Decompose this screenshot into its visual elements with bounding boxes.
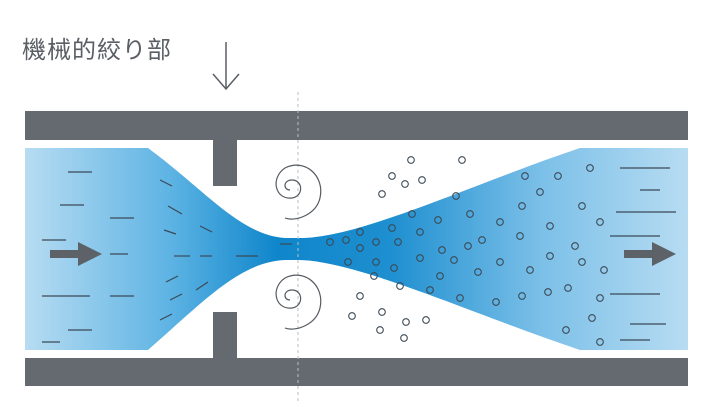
bubble-icon bbox=[588, 314, 596, 322]
bubble-icon bbox=[456, 294, 464, 302]
bubble-icon bbox=[434, 216, 442, 224]
bubble-icon bbox=[388, 172, 396, 180]
bubble-icon bbox=[600, 266, 608, 274]
outlet-flow-lines bbox=[610, 167, 676, 341]
bubble-icon bbox=[518, 202, 526, 210]
bubble-icon bbox=[326, 238, 334, 246]
orifice-plate-bottom bbox=[213, 312, 237, 358]
bubble-icon bbox=[492, 298, 500, 306]
bubble-icon bbox=[426, 286, 434, 294]
bubble-icon bbox=[450, 256, 458, 264]
orifice-plate-top bbox=[213, 140, 237, 186]
diagram-title: 機械的絞り部 bbox=[22, 36, 172, 64]
pipe-bottom-wall bbox=[25, 358, 688, 386]
bubble-icon bbox=[422, 316, 430, 324]
swirl-icon bbox=[275, 164, 322, 220]
flow-line bbox=[163, 229, 177, 235]
flow-line bbox=[159, 179, 173, 187]
bubble-icon bbox=[464, 242, 472, 250]
bubble-icon bbox=[416, 254, 424, 262]
bubble-icon bbox=[516, 232, 524, 240]
bubble-icon bbox=[402, 318, 410, 326]
bubble-icon bbox=[544, 288, 552, 296]
swirl-icon bbox=[275, 274, 322, 330]
bubble-icon bbox=[596, 338, 604, 346]
bubble-icon bbox=[458, 156, 466, 164]
bubble-icon bbox=[536, 188, 544, 196]
inlet-flow-lines bbox=[42, 171, 134, 343]
bubble-icon bbox=[518, 292, 526, 300]
flow-line bbox=[159, 313, 173, 321]
bubble-icon bbox=[407, 156, 415, 164]
bubble-icon bbox=[342, 236, 350, 244]
bubble-icon bbox=[436, 272, 444, 280]
flow-line bbox=[169, 293, 183, 301]
flow-line bbox=[195, 281, 209, 291]
bubble-icon bbox=[376, 326, 384, 334]
flow-line bbox=[167, 205, 183, 215]
bubble-icon bbox=[562, 326, 570, 334]
bubble-icon bbox=[372, 238, 380, 246]
right-arrow-icon bbox=[50, 242, 102, 266]
bubble-icon bbox=[596, 294, 604, 302]
bubble-icon bbox=[496, 258, 504, 266]
bubble-icon bbox=[416, 228, 424, 236]
bubble-icon bbox=[418, 176, 426, 184]
bubble-icon bbox=[356, 228, 364, 236]
bubble-icon bbox=[400, 334, 408, 342]
bubble-icon bbox=[394, 238, 402, 246]
bubble-icon bbox=[586, 164, 594, 172]
bubble-icon bbox=[378, 308, 386, 316]
bubble-icon bbox=[554, 172, 562, 180]
bubble-icon bbox=[474, 268, 482, 276]
bubble-icon bbox=[571, 242, 579, 250]
bubble-icon bbox=[390, 264, 398, 272]
cavitation-bubbles bbox=[326, 156, 608, 346]
bubble-icon bbox=[348, 312, 356, 320]
bubble-icon bbox=[388, 224, 396, 232]
right-arrow-icon bbox=[624, 242, 676, 266]
bubble-icon bbox=[370, 272, 378, 280]
bubble-icon bbox=[546, 252, 554, 260]
bubble-icon bbox=[466, 210, 474, 218]
down-arrow-icon bbox=[212, 42, 240, 91]
bubble-icon bbox=[578, 258, 586, 266]
bubble-icon bbox=[496, 218, 504, 226]
bubble-icon bbox=[378, 190, 386, 198]
bubble-icon bbox=[372, 258, 380, 266]
bubble-icon bbox=[401, 180, 409, 188]
bubble-icon bbox=[408, 210, 416, 218]
bubble-icon bbox=[356, 292, 364, 300]
converging-flow-lines bbox=[159, 179, 292, 321]
bubble-icon bbox=[564, 284, 572, 292]
bubble-icon bbox=[526, 266, 534, 274]
flow-line bbox=[199, 225, 213, 233]
bubble-icon bbox=[546, 222, 554, 230]
pipe-top-wall bbox=[25, 111, 688, 140]
bubble-icon bbox=[396, 282, 404, 290]
bubble-icon bbox=[521, 172, 529, 180]
bubble-icon bbox=[356, 244, 364, 252]
bubble-icon bbox=[578, 202, 586, 210]
bubble-icon bbox=[596, 218, 604, 226]
flow-line bbox=[165, 275, 179, 283]
bubble-icon bbox=[478, 236, 486, 244]
bubble-icon bbox=[344, 258, 352, 266]
bubble-icon bbox=[452, 192, 460, 200]
bubble-icon bbox=[438, 246, 446, 254]
